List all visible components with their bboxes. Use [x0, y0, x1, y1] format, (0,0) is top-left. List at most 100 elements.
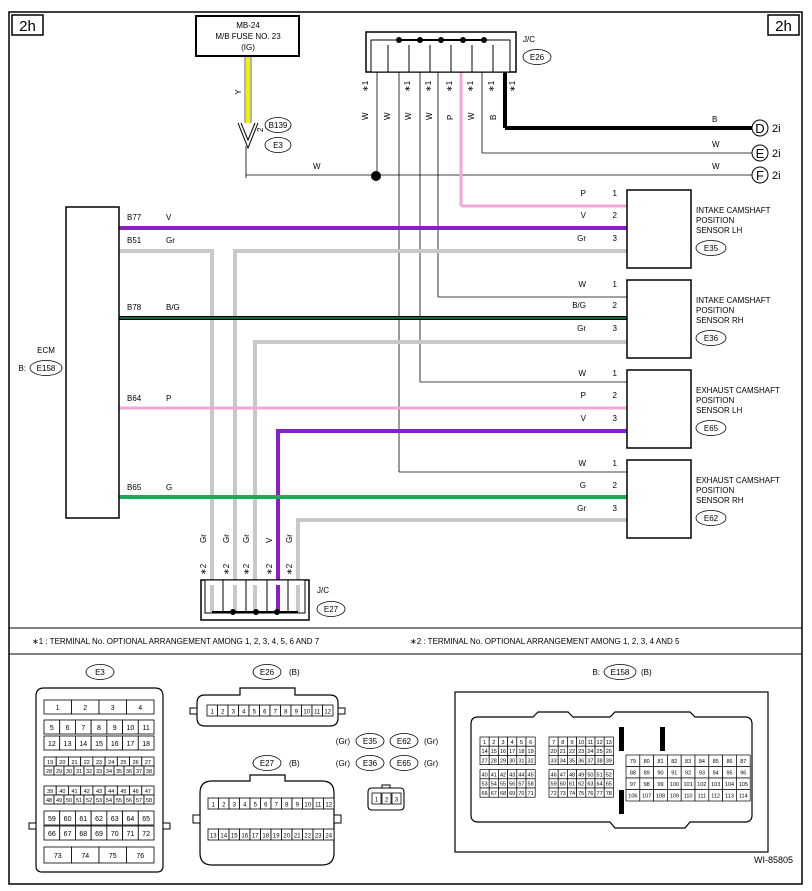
- e3-pin-number: 13: [64, 741, 72, 748]
- e26-pin-number: 12: [324, 710, 331, 716]
- e158-pin-number: 97: [630, 782, 636, 788]
- splice-dot: [371, 171, 381, 181]
- e158-pin-number: 70: [518, 791, 524, 797]
- ecm-conn: E158: [37, 364, 56, 373]
- jc-e27-label: J/C: [317, 586, 329, 595]
- e158-prefix: B:: [592, 668, 600, 677]
- e158-pin-number: 32: [528, 758, 534, 764]
- e158-pin-number: 48: [569, 773, 575, 779]
- e27-pin-number: 4: [243, 803, 247, 809]
- jc-e27-dot: [274, 609, 280, 615]
- sensor-conn-label: E36: [363, 759, 378, 768]
- e3-pin-number: 43: [96, 789, 102, 795]
- doc-id: WI-85805: [754, 855, 793, 865]
- e158-pin-number: 65: [606, 782, 612, 788]
- e27-pin-number: 1: [212, 803, 216, 809]
- e26-pin-number: 9: [295, 710, 299, 716]
- sensor-pin-color: Gr: [577, 324, 586, 333]
- e27-pin-number: 23: [315, 834, 322, 840]
- e3-pin-number: 57: [136, 798, 142, 804]
- wire-sensor2-gray: [253, 340, 627, 585]
- e26-pin-number: 2: [221, 710, 225, 716]
- e158-pin-number: 78: [606, 791, 612, 797]
- e3-pin-number: 32: [86, 769, 92, 775]
- sensor-conn-oval: [389, 733, 419, 749]
- fuse-pin-number: 2: [256, 127, 265, 132]
- fuse-line2: M/B FUSE NO. 23: [215, 32, 281, 41]
- e3-pin-number: 59: [48, 816, 56, 823]
- e26-color: (B): [289, 668, 300, 677]
- fuse-line1: MB-24: [236, 21, 260, 30]
- e158-pin-number: 57: [518, 782, 524, 788]
- ecm-prefix: B:: [18, 364, 26, 373]
- e26-pin-number: 5: [253, 710, 257, 716]
- e158-pin-number: 21: [560, 749, 566, 755]
- e3-pin-number: 69: [95, 831, 103, 838]
- sensor-name: INTAKE CAMSHAFT: [696, 296, 771, 305]
- offpage-wire-color: W: [712, 140, 720, 149]
- jc-e26-star-label: ∗1: [403, 80, 412, 92]
- e158-pin-number: 62: [578, 782, 584, 788]
- e3-pin-cell: [143, 765, 155, 776]
- e158-pin-number: 113: [725, 794, 734, 800]
- e158-pin-number: 39: [606, 758, 612, 764]
- e158-pin-number: 112: [711, 794, 720, 800]
- sensor-conn: E36: [704, 334, 719, 343]
- sensor-pin-color: P: [581, 189, 586, 198]
- jc-e26-wire-color: W: [467, 112, 476, 120]
- sensor-pin-color: W: [578, 459, 586, 468]
- sensor-name: SENSOR LH: [696, 226, 742, 235]
- sensor-conn: E62: [704, 514, 719, 523]
- jc-e27-wire-labels: Gr∗2Gr∗2Gr∗2V∗2Gr∗2: [199, 534, 294, 575]
- e158-pin-number: 46: [551, 773, 557, 779]
- e158-pin-number: 100: [670, 782, 679, 788]
- e158-pin-number: 23: [578, 749, 584, 755]
- fuse-conn2-oval: [264, 137, 292, 153]
- e158-pin-number: 89: [644, 771, 650, 777]
- e158-pin-number: 5: [520, 740, 523, 746]
- sheet-tag-right: 2h: [775, 18, 792, 35]
- jc-e26-wire-color: W: [425, 112, 434, 120]
- sensor-box: [626, 369, 692, 449]
- e27-pin-number: 15: [231, 834, 238, 840]
- e158-pin-number: 13: [606, 740, 612, 746]
- sheet-tag-left: 2h: [19, 18, 36, 35]
- e3-pin-number: 21: [71, 760, 77, 766]
- fuse-wire-color: Y: [234, 89, 243, 95]
- e3-pin-number: 20: [59, 760, 65, 766]
- sensor-pin-color: B/G: [572, 301, 586, 310]
- e158-pin-number: 114: [739, 794, 748, 800]
- e158-pin-number: 17: [509, 749, 515, 755]
- e158-pin-number: 25: [597, 749, 603, 755]
- e158-pin-number: 64: [597, 782, 603, 788]
- e3-pin-number: 60: [64, 816, 72, 823]
- e158-pin-number: 42: [500, 773, 506, 779]
- e158-pin-number: 91: [671, 771, 677, 777]
- sensor-name: POSITION: [696, 396, 734, 405]
- e3-pin-number: 39: [47, 789, 53, 795]
- e27-pin-number: 5: [254, 803, 258, 809]
- sensor-pin-color: Gr: [577, 234, 586, 243]
- e3-pin-number: 44: [108, 789, 114, 795]
- ecm-pin-number: B64: [127, 394, 142, 403]
- e158-pin-number: 68: [500, 791, 506, 797]
- e158-pin-number: 6: [529, 740, 532, 746]
- diagram-frame: [8, 11, 803, 885]
- sensor-conn-pin-number: 2: [385, 798, 389, 804]
- e158-pin-number: 82: [671, 759, 677, 765]
- e3-pin-number: 73: [54, 853, 62, 860]
- sensor-name: EXHAUST CAMSHAFT: [696, 476, 780, 485]
- e3-pin-cell: [137, 810, 155, 826]
- offpage-circle: [751, 144, 769, 162]
- e158-pin-number: 98: [644, 782, 650, 788]
- e158-pin-number: 108: [656, 794, 665, 800]
- sensor-name: SENSOR RH: [696, 316, 744, 325]
- e26-title: E26: [260, 668, 275, 677]
- e158-pin-number: 101: [684, 782, 693, 788]
- e158-pin-number: 77: [597, 791, 603, 797]
- e3-pin-number: 12: [48, 741, 56, 748]
